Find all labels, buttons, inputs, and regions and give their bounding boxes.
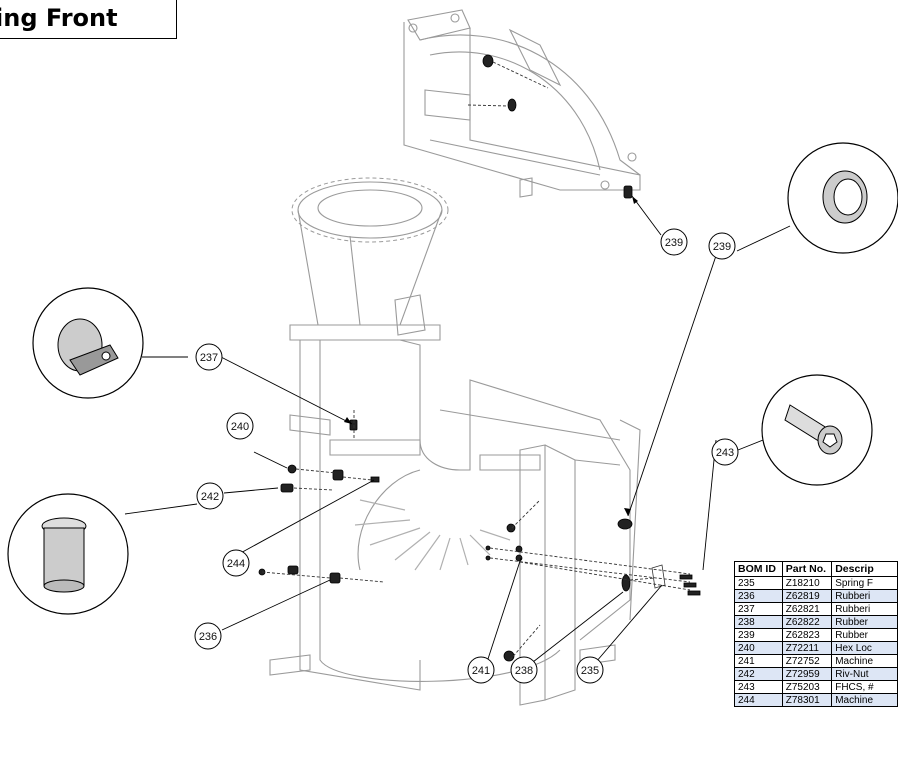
detail-view-237 xyxy=(32,287,144,399)
svg-text:235: 235 xyxy=(581,665,599,677)
callout-235: 235 xyxy=(576,656,604,684)
bom-cell-part: Z78301 xyxy=(781,693,833,707)
svg-text:239: 239 xyxy=(713,241,731,253)
callout-237: 237 xyxy=(195,343,223,371)
callout-236: 236 xyxy=(194,622,222,650)
bom-cell-part: Z72959 xyxy=(781,667,833,681)
bom-cell-id: 243 xyxy=(734,680,783,694)
bom-cell-id: 237 xyxy=(734,602,783,616)
callout-239-right: 239 xyxy=(708,232,736,260)
callout-244: 244 xyxy=(222,549,250,577)
bom-cell-part: Z18210 xyxy=(781,576,833,590)
callout-241: 241 xyxy=(467,656,495,684)
bom-cell-desc: Rubber xyxy=(831,628,898,642)
bom-cell-desc: Rubberi xyxy=(831,602,898,616)
bom-cell-desc: Rubber xyxy=(831,615,898,629)
sprocket-ring xyxy=(291,177,449,243)
bom-cell-desc: Rubberi xyxy=(831,589,898,603)
right-bracket xyxy=(519,444,621,706)
svg-text:237: 237 xyxy=(200,352,218,364)
callout-239-top: 239 xyxy=(660,228,688,256)
bom-cell-desc: Machine xyxy=(831,654,898,668)
bom-cell-desc: FHCS, # xyxy=(831,680,898,694)
bom-cell-id: 235 xyxy=(734,576,783,590)
callout-238: 238 xyxy=(510,656,538,684)
assembly-lines xyxy=(261,61,691,661)
bom-header-row: BOM ID Part No. Descrip xyxy=(734,561,898,577)
bom-cell-id: 242 xyxy=(734,667,783,681)
svg-text:243: 243 xyxy=(716,447,734,459)
bom-cell-part: Z75203 xyxy=(781,680,833,694)
svg-text:244: 244 xyxy=(227,558,245,570)
bom-cell-part: Z62819 xyxy=(781,589,833,603)
bom-header-desc: Descrip xyxy=(831,561,898,577)
title-box: ing Front xyxy=(0,0,177,39)
bom-header-id: BOM ID xyxy=(734,561,783,577)
callout-243: 243 xyxy=(711,438,739,466)
detail-view-242 xyxy=(7,493,129,615)
callout-bubbles: 239 239 237 240 242 244 236 243 241 238 … xyxy=(194,228,739,684)
bom-cell-desc: Spring F xyxy=(831,576,898,590)
detail-view-243 xyxy=(761,374,873,486)
hardware-parts xyxy=(258,54,701,662)
bom-cell-part: Z62823 xyxy=(781,628,833,642)
svg-text:236: 236 xyxy=(199,631,217,643)
page-title: ing Front xyxy=(0,4,118,32)
svg-text:241: 241 xyxy=(472,665,490,677)
bom-cell-part: Z72211 xyxy=(781,641,833,655)
bom-cell-id: 239 xyxy=(734,628,783,642)
bom-cell-id: 240 xyxy=(734,641,783,655)
bom-cell-id: 244 xyxy=(734,693,783,707)
bom-cell-id: 236 xyxy=(734,589,783,603)
bom-cell-desc: Hex Loc xyxy=(831,641,898,655)
callout-240: 240 xyxy=(226,412,254,440)
callout-242: 242 xyxy=(196,482,224,510)
svg-text:239: 239 xyxy=(665,237,683,249)
bom-cell-id: 238 xyxy=(734,615,783,629)
bom-cell-part: Z62822 xyxy=(781,615,833,629)
svg-text:240: 240 xyxy=(231,421,249,433)
leader-arrows xyxy=(344,196,638,516)
bom-cell-desc: Riv-Nut xyxy=(831,667,898,681)
main-housing xyxy=(269,339,641,691)
svg-text:242: 242 xyxy=(201,491,219,503)
svg-text:238: 238 xyxy=(515,665,533,677)
bom-cell-id: 241 xyxy=(734,654,783,668)
bom-cell-desc: Machine xyxy=(831,693,898,707)
bom-header-part: Part No. xyxy=(781,561,833,577)
leader-lines xyxy=(124,195,791,663)
detail-view-239 xyxy=(787,142,898,254)
housing-slots xyxy=(354,499,511,571)
discharge-chimney xyxy=(289,181,443,341)
bom-cell-part: Z62821 xyxy=(781,602,833,616)
upper-hood-part xyxy=(403,9,641,198)
bom-cell-part: Z72752 xyxy=(781,654,833,668)
